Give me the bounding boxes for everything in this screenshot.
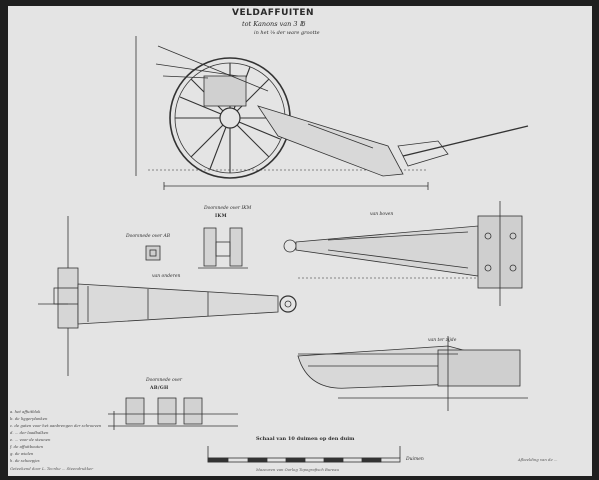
footer-center: Mazeuren van Oorlog Topografisch Bureau xyxy=(256,467,339,472)
plate-sheet: VELDAFFUITEN tot Kanons van 3 ℔ in het ⅟… xyxy=(8,6,592,476)
legend-item: h. de scheepjes xyxy=(10,458,40,463)
footer-right: Afbeelding van de ... xyxy=(518,457,558,462)
plate-title: VELDAFFUITEN xyxy=(232,8,315,18)
scale-unit: Duimen xyxy=(406,457,424,462)
plan-from-above xyxy=(283,201,523,306)
legend-item: a. het affuitblok xyxy=(10,409,41,414)
footer-left: Geteekend door L. Tecnhe ... Steendrukke… xyxy=(10,466,94,471)
scale-caption: Schaal van 10 duimen op den duim xyxy=(256,436,355,442)
section-ikm-drawing xyxy=(198,227,248,269)
side-view-lower xyxy=(297,336,528,411)
section-ab-caption: Doorsnede over AB xyxy=(126,234,171,239)
section-cd-drawing xyxy=(108,397,238,430)
from-below-caption: van onderen xyxy=(152,274,181,279)
section-ab-drawing xyxy=(145,245,161,261)
section-ikm-label: IKM xyxy=(215,214,227,219)
technical-drawing xyxy=(38,36,529,463)
plate-scale-note: in het ⅟₈ der ware grootte xyxy=(254,30,320,36)
section-cd-label: AB/GH xyxy=(150,386,169,391)
plan-from-below xyxy=(38,216,297,376)
from-side-caption: van ter zijde xyxy=(428,338,457,343)
legend-item: f. de affuitbouten xyxy=(10,444,44,449)
section-cd-caption: Doorsnede over xyxy=(146,378,183,383)
legend-item: g. de wielen xyxy=(10,451,34,456)
from-above-caption: van boven xyxy=(370,212,394,217)
legend-item: b. de liggerplanken xyxy=(10,416,48,421)
legend: a. het affuitblok b. de liggerplanken c.… xyxy=(10,408,102,464)
scale-bar xyxy=(207,446,401,463)
side-elevation xyxy=(135,36,529,190)
legend-item: e. ... voor de steunen xyxy=(10,437,51,442)
legend-item: c. de gaten voor het aanbrengen der schr… xyxy=(10,423,102,428)
plate-subtitle: tot Kanons van 3 ℔ xyxy=(242,20,305,28)
section-ikm-caption: Doorsnede over IKM xyxy=(204,206,252,211)
legend-item: d. ... der laadbalken xyxy=(10,430,49,435)
